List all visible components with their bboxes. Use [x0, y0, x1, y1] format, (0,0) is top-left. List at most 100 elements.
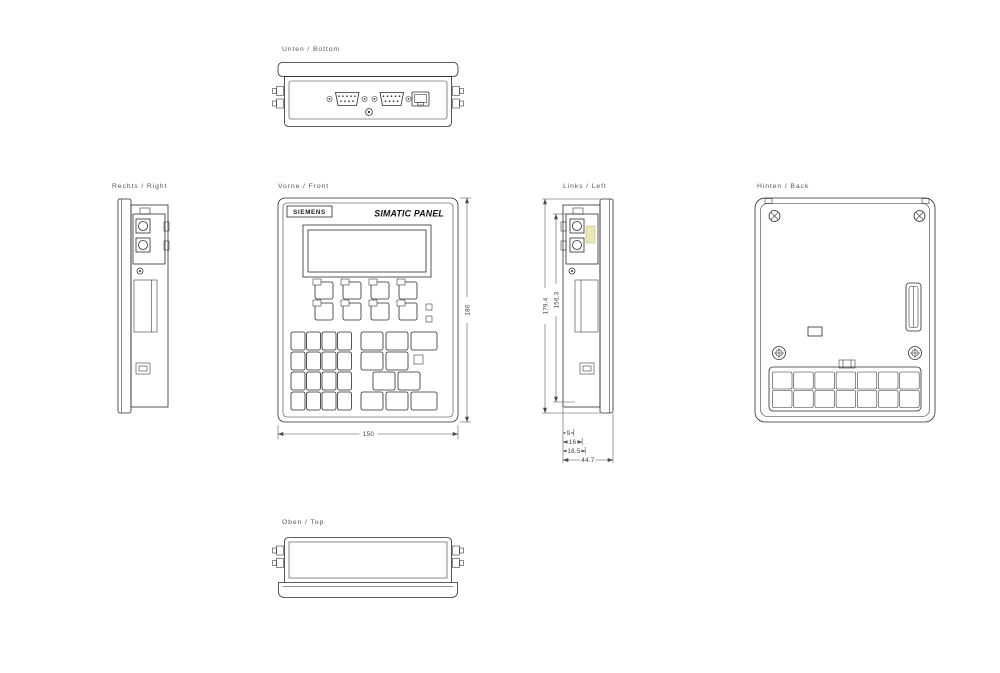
view-front: Vorne / Front SIEMENS SIMATIC PANEL	[277, 183, 472, 439]
top-housing	[284, 537, 452, 583]
screw-top-right	[913, 210, 926, 222]
numeric-key	[321, 351, 337, 371]
numeric-key	[290, 351, 306, 371]
back-top-tab-right	[921, 198, 930, 204]
view-label-left: Links / Left	[563, 183, 607, 190]
control-key	[410, 391, 438, 411]
back-top-tab-left	[764, 198, 773, 204]
dim-depth-a-label: 9	[567, 430, 571, 437]
control-key	[385, 391, 409, 411]
bottom-housing	[284, 76, 452, 127]
terminal-cell	[899, 390, 920, 408]
back-outline	[754, 197, 936, 423]
product-name-text: SIMATIC PANEL	[374, 209, 444, 219]
terminal-cell	[857, 371, 878, 390]
numeric-key	[337, 371, 352, 391]
indicator-led-1	[425, 303, 433, 311]
db9-connector-2	[371, 92, 412, 106]
top-housing-inner	[288, 541, 448, 579]
view-left: Links / Left 179.4	[540, 183, 614, 464]
dim-height-outer-label: 179.4	[543, 297, 550, 314]
top-mounting-clips-right	[452, 545, 464, 568]
dim-width: 150	[277, 425, 459, 439]
label-plate	[807, 326, 823, 337]
numeric-key	[306, 331, 321, 351]
top-mounting-clips-left	[272, 545, 284, 568]
display	[302, 224, 432, 278]
db9-connector-1	[326, 92, 368, 106]
dim-height-inner-label: 156.3	[554, 291, 561, 308]
numeric-key	[337, 351, 352, 371]
dim-height: 186	[460, 197, 472, 423]
numeric-key	[337, 331, 352, 351]
brand-logo-box	[286, 205, 333, 218]
view-label-bottom: Unten / Bottom	[282, 46, 340, 53]
numeric-key	[306, 351, 321, 371]
view-label-right: Rechts / Right	[112, 183, 167, 190]
back-inner-outline	[760, 203, 930, 417]
dim-depth-c-label: 18.5	[567, 448, 581, 455]
screw-bottom-left	[772, 346, 786, 360]
dim-depth-chain: 9 16 18.5 44.7	[562, 408, 614, 464]
memory-slot	[905, 282, 922, 332]
control-key	[397, 371, 421, 391]
control-keypad	[360, 331, 438, 411]
view-label-top: Oben / Top	[282, 519, 324, 526]
dim-height-inner: 156.3	[551, 213, 575, 403]
view-bottom: Unten / Bottom	[272, 46, 464, 127]
terminal-cell	[814, 390, 835, 408]
control-key	[385, 331, 409, 351]
control-key	[360, 331, 384, 351]
numeric-key	[306, 391, 321, 411]
control-key-small	[413, 354, 424, 365]
view-right: Rechts / Right	[112, 183, 170, 414]
dim-width-label: 150	[363, 431, 374, 438]
right-housing-profile	[130, 204, 169, 408]
screw-bottom-right	[908, 346, 922, 360]
rj45-connector	[411, 91, 430, 107]
numeric-key	[290, 331, 306, 351]
right-front-bezel-profile	[117, 198, 132, 414]
db9-pins	[382, 95, 401, 102]
db9-pins	[338, 95, 356, 102]
numeric-key	[321, 331, 337, 351]
dim-depth-d-label: 44.7	[581, 457, 595, 464]
indicator-led-2	[425, 315, 433, 323]
terminal-cell	[899, 371, 920, 390]
numeric-key	[321, 391, 337, 411]
terminal-block	[768, 366, 922, 412]
dim-depth-b-label: 16	[569, 439, 577, 446]
softkey-row-2	[312, 299, 418, 321]
left-front-bezel-profile	[599, 198, 614, 414]
numeric-key	[337, 391, 352, 411]
control-key	[360, 391, 384, 411]
terminal-cell	[814, 371, 835, 390]
left-slot-detail	[574, 279, 599, 333]
terminal-cell	[835, 371, 856, 390]
bottom-mounting-clips-right	[452, 86, 464, 109]
bottom-mounting-clips-left	[272, 86, 284, 109]
right-bottom-detail	[135, 362, 151, 375]
screw-top-left	[768, 210, 781, 222]
bottom-bezel-edge	[277, 62, 459, 77]
control-key	[385, 351, 409, 371]
terminal-cell	[772, 390, 793, 408]
left-screw-hole	[568, 267, 576, 275]
terminal-cell	[793, 390, 814, 408]
numeric-key	[290, 391, 306, 411]
terminal-cell	[878, 371, 899, 390]
softkey-row-1	[312, 278, 418, 300]
control-key	[410, 331, 438, 351]
view-label-front: Vorne / Front	[278, 183, 329, 190]
numeric-keypad	[290, 331, 352, 411]
right-screw-hole	[136, 267, 144, 275]
numeric-key	[306, 371, 321, 391]
power-socket	[365, 108, 373, 116]
brand-logo-text: SIEMENS	[293, 209, 326, 216]
top-bezel-edge	[278, 582, 458, 598]
dim-height-label: 186	[465, 304, 472, 315]
front-bezel-inner	[282, 202, 454, 418]
terminal-cell	[878, 390, 899, 408]
